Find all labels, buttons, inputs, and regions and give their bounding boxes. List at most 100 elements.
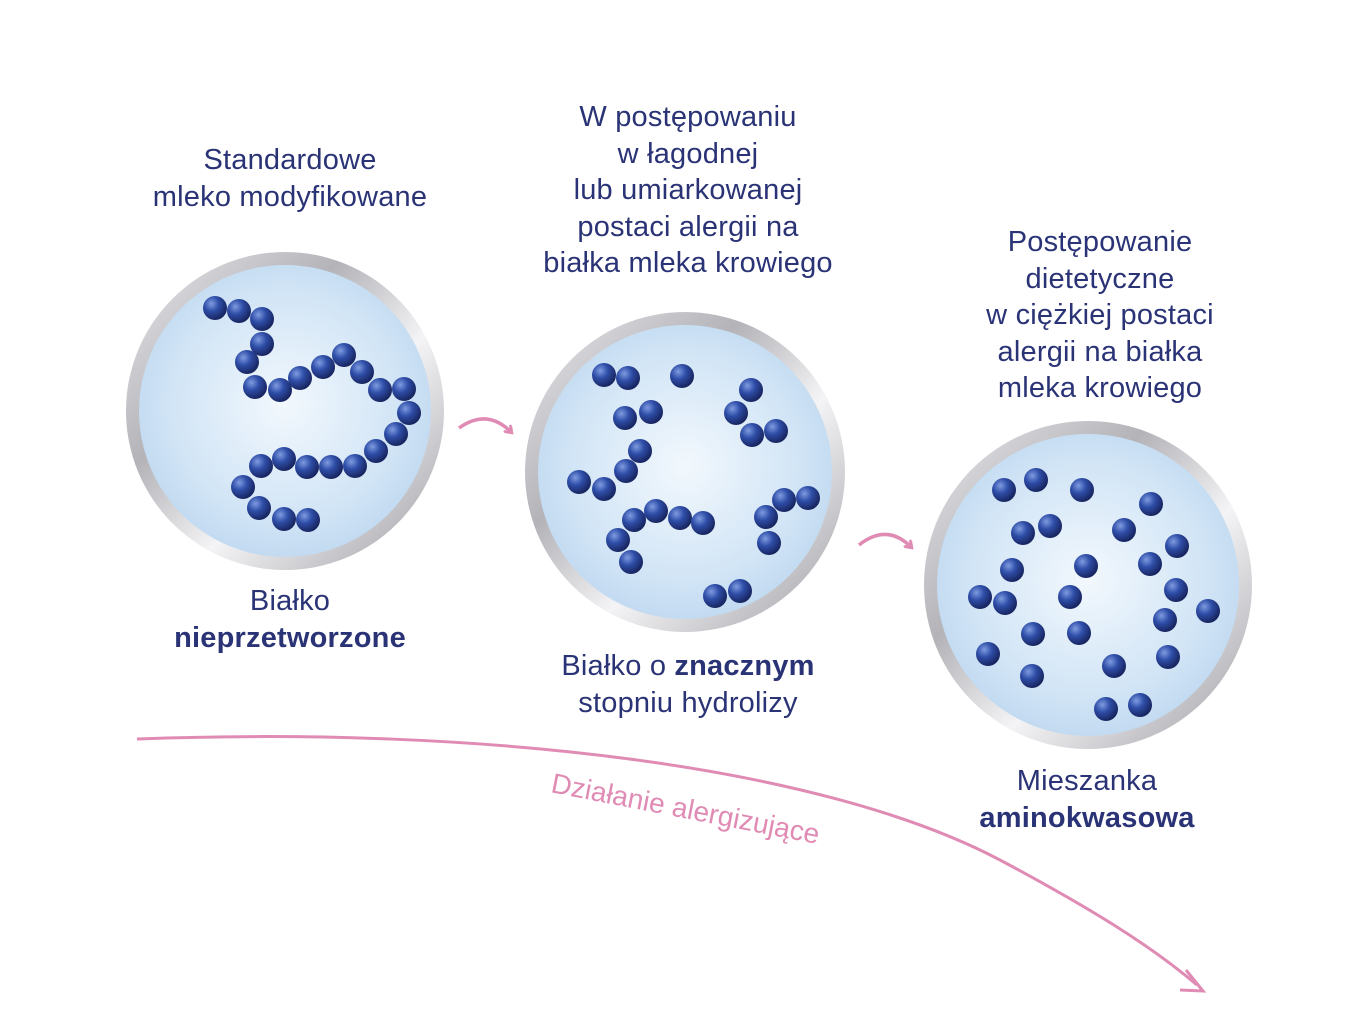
bead-hydro: [670, 364, 694, 388]
protein-beads: [203, 296, 1220, 721]
bead-intact: [250, 332, 274, 356]
label-amino-acid-mixture: Mieszanka aminokwasowa: [887, 763, 1287, 836]
label-bold-text: aminokwasowa: [979, 801, 1195, 834]
bead-amino: [1058, 585, 1082, 609]
bead-intact: [203, 296, 227, 320]
caption-line: Standardowe: [203, 144, 377, 176]
bead-intact: [272, 447, 296, 471]
bead-amino: [1070, 478, 1094, 502]
caption-line: alergii na białka: [997, 335, 1203, 368]
bead-intact: [243, 375, 267, 399]
bead-intact: [250, 307, 274, 331]
label-intact-protein: Białko nieprzetworzone: [90, 583, 490, 656]
bead-hydro: [796, 486, 820, 510]
bead-hydro: [757, 531, 781, 555]
bead-amino: [1021, 622, 1045, 646]
bead-amino: [976, 642, 1000, 666]
bead-intact: [364, 439, 388, 463]
bead-intact: [295, 455, 319, 479]
label-line: Białko: [249, 585, 331, 617]
bead-hydro: [567, 470, 591, 494]
bead-intact: [319, 455, 343, 479]
bead-intact: [288, 366, 312, 390]
bead-hydro: [619, 550, 643, 574]
step-arrow-1: [457, 417, 511, 432]
bead-hydro: [728, 579, 752, 603]
caption-line: mleko modyfikowane: [152, 180, 428, 213]
caption-line: w łagodnej: [617, 137, 759, 170]
bead-amino: [1074, 554, 1098, 578]
bead-hydro: [739, 378, 763, 402]
bead-hydro: [644, 499, 668, 523]
bead-hydro: [740, 423, 764, 447]
bead-hydro: [628, 439, 652, 463]
label-line-bold: aminokwasowa: [887, 800, 1287, 837]
bead-amino: [1139, 492, 1163, 516]
bead-amino: [1067, 621, 1091, 645]
bead-amino: [992, 478, 1016, 502]
bead-intact: [272, 507, 296, 531]
bead-amino: [1000, 558, 1024, 582]
bead-intact: [247, 496, 271, 520]
bead-amino: [968, 585, 992, 609]
bead-amino: [1102, 654, 1126, 678]
bead-hydro: [691, 511, 715, 535]
bead-amino: [1138, 552, 1162, 576]
bead-amino: [1024, 468, 1048, 492]
bead-intact: [384, 422, 408, 446]
bead-hydro: [592, 363, 616, 387]
bead-hydro: [703, 584, 727, 608]
bead-amino: [1153, 608, 1177, 632]
step-arrow-2: [857, 532, 911, 547]
label-bold-text: znacznym: [674, 650, 815, 682]
bead-intact: [235, 350, 259, 374]
bead-intact: [268, 378, 292, 402]
bead-hydro: [606, 528, 630, 552]
caption-line: dietetyczne: [1025, 262, 1175, 295]
bead-hydro: [754, 505, 778, 529]
label-bold-text: nieprzetworzone: [174, 621, 406, 654]
bead-amino: [1128, 693, 1152, 717]
bead-amino: [1156, 645, 1180, 669]
allergen-axis-arrow: [136, 735, 1198, 987]
caption-mild-allergy: W postępowaniu w łagodnej lub umiarkowan…: [488, 99, 888, 282]
bead-intact: [311, 355, 335, 379]
caption-line: W postępowaniu: [579, 101, 797, 133]
caption-line: Postępowanie: [1007, 226, 1193, 258]
caption-line: lub umiarkowanej: [573, 174, 803, 206]
caption-line: w ciężkiej postaci: [986, 299, 1214, 331]
label-hydrolysed-protein: Białko o znacznym stopniu hydrolizy: [488, 648, 888, 721]
bead-hydro: [639, 400, 663, 424]
bead-intact: [392, 377, 416, 401]
label-prefix-text: Białko o: [561, 650, 675, 682]
circle-amino-acid-mixture: [924, 421, 1252, 749]
bead-amino: [1112, 518, 1136, 542]
bead-hydro: [614, 459, 638, 483]
bead-amino: [1011, 521, 1035, 545]
label-line: Mieszanka: [1016, 765, 1158, 797]
bead-amino: [1094, 697, 1118, 721]
bead-hydro: [616, 366, 640, 390]
caption-line: mleka krowiego: [997, 372, 1203, 404]
bead-intact: [368, 378, 392, 402]
circle-intact-protein: [126, 252, 444, 570]
label-line: stopniu hydrolizy: [578, 686, 798, 719]
bead-hydro: [592, 477, 616, 501]
bead-intact: [332, 343, 356, 367]
allergen-axis-arrowhead: [1179, 969, 1207, 993]
bead-amino: [1038, 514, 1062, 538]
bead-intact: [227, 299, 251, 323]
bead-amino: [993, 591, 1017, 615]
caption-line: postaci alergii na: [577, 210, 799, 243]
bead-hydro: [668, 506, 692, 530]
bead-hydro: [764, 419, 788, 443]
bead-amino: [1196, 599, 1220, 623]
allergen-axis-label: Działanie alergizujące: [549, 767, 822, 849]
caption-line: białka mleka krowiego: [543, 247, 833, 279]
bead-hydro: [724, 401, 748, 425]
bead-intact: [397, 401, 421, 425]
bead-intact: [231, 475, 255, 499]
bead-intact: [350, 360, 374, 384]
bead-amino: [1020, 664, 1044, 688]
